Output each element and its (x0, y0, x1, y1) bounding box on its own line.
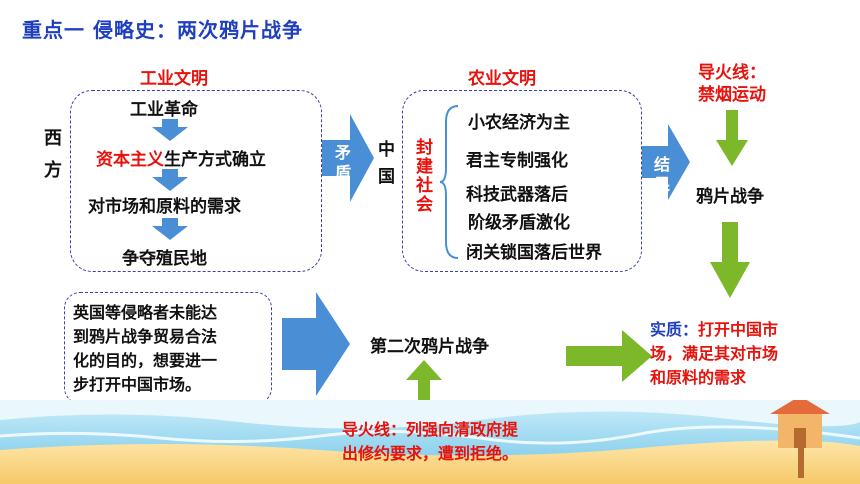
big-right-arrow-icon (282, 292, 350, 396)
essence-line3: 和原料的需求 (650, 368, 747, 387)
essence-block: 实质：打开中国市 场，满足其对市场 和原料的需求 (650, 318, 778, 390)
capitalism-term: 资本主义 (96, 150, 164, 170)
opium-war-label: 鸦片战争 (696, 187, 764, 207)
result-arrow-icon (640, 124, 690, 200)
west-box (70, 90, 322, 272)
china-item-backward-tech: 科技武器落后 (466, 185, 568, 205)
beach-decoration (0, 400, 860, 484)
green-up-arrow-icon (406, 360, 442, 410)
second-opium-war-label: 第二次鸦片战争 (370, 337, 489, 357)
china-item-autocracy: 君主专制强化 (466, 151, 568, 171)
contradiction-arrow-icon (322, 114, 374, 202)
green-right-arrow-icon (566, 330, 652, 382)
west-item-industrial-revolution: 工业革命 (130, 100, 198, 120)
contradiction-label: 矛盾 (332, 144, 351, 184)
china-item-closed-door: 闭关锁国落后世界 (466, 243, 602, 263)
note-line: 英国等侵略者未能达 (73, 303, 218, 322)
feudal-society-label: 封建社会 (412, 138, 432, 214)
fuse-2-line1: 导火线：列强向清政府提 (342, 420, 519, 439)
result-label: 结果 (651, 156, 670, 196)
essence-line1: 实质：打开中国市 (650, 318, 778, 342)
china-item-small-peasant: 小农经济为主 (468, 113, 570, 133)
brace-icon (440, 105, 459, 259)
fuse-1-line1: 导火线： (698, 63, 766, 83)
green-down-arrow-icon (716, 110, 748, 166)
industrial-civilization-header: 工业文明 (140, 69, 208, 89)
fuse-2-line2: 出修约要求，遭到拒绝。 (342, 444, 519, 463)
west-item-colonies: 争夺殖民地 (122, 249, 207, 269)
production-mode-established: 生产方式确立 (164, 150, 266, 170)
west-item-market-demand: 对市场和原料的需求 (88, 197, 241, 217)
hut-icon (770, 400, 830, 478)
essence-text1: 打开中国市 (698, 320, 779, 339)
fuse-1: 导火线： 禁烟运动 (698, 62, 766, 106)
west-label: 西方 (41, 128, 62, 192)
green-down-arrow-icon (710, 222, 750, 298)
down-arrow-icon (152, 218, 188, 240)
agricultural-civilization-header: 农业文明 (468, 69, 536, 89)
down-arrow-icon (152, 119, 188, 141)
west-item-capitalism-row: 资本主义生产方式确立 (96, 145, 266, 170)
note-line: 步打开中国市场。 (73, 375, 202, 394)
essence-prefix: 实质： (650, 320, 699, 339)
note-line: 化的目的，想要进一 (73, 351, 218, 370)
page-title: 重点一 侵略史：两次鸦片战争 (22, 18, 303, 42)
fuse-1-line2: 禁烟运动 (698, 85, 766, 105)
fuse-2: 导火线：列强向清政府提 出修约要求，遭到拒绝。 (342, 418, 518, 466)
note-line: 到鸦片战争贸易合法 (73, 327, 218, 346)
note-box: 英国等侵略者未能达 到鸦片战争贸易合法 化的目的，想要进一 步打开中国市场。 (64, 292, 272, 404)
down-arrow-icon (152, 169, 188, 191)
china-label: 中国 (374, 140, 394, 194)
china-item-class-conflict: 阶级矛盾激化 (468, 213, 570, 233)
essence-line2: 场，满足其对市场 (650, 344, 779, 363)
